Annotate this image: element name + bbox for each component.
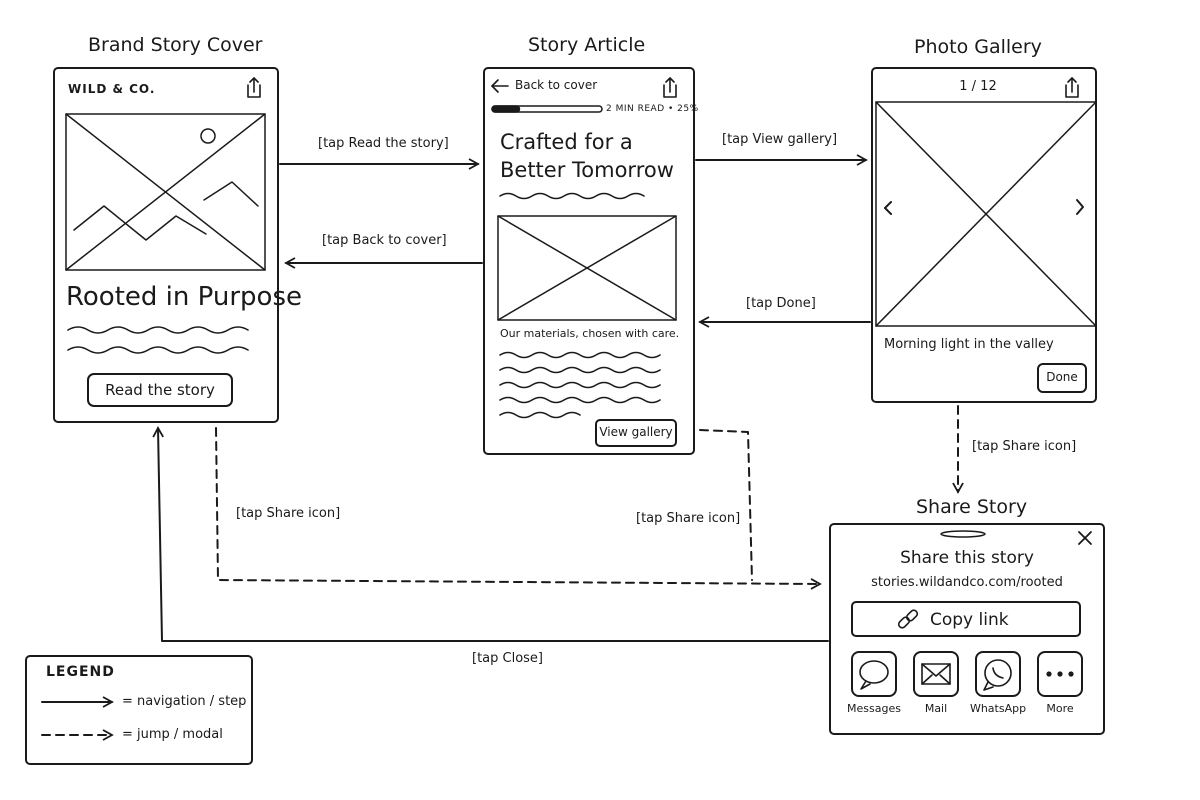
legend-title: LEGEND <box>46 664 115 680</box>
share-modal-frame <box>829 523 1105 735</box>
article-body-text-placeholder <box>499 351 661 419</box>
back-arrow-icon[interactable] <box>491 79 509 93</box>
messages-app-tile[interactable] <box>851 651 897 697</box>
article-headline-line2: Better Tomorrow <box>500 158 674 182</box>
copy-link-label: Copy link <box>930 610 1009 630</box>
mail-app-label: Mail <box>924 702 948 715</box>
done-button-label: Done <box>1046 370 1078 384</box>
article-image <box>497 215 677 321</box>
headline-underline-squiggle <box>499 192 645 200</box>
back-to-cover-link[interactable]: Back to cover <box>515 78 598 92</box>
label-tap-back-to-cover: [tap Back to cover] <box>322 233 447 248</box>
article-share-icon[interactable] <box>663 77 677 98</box>
more-dots-icon <box>1046 671 1074 677</box>
cover-hero-image <box>65 113 266 271</box>
cover-screen-frame <box>53 67 279 423</box>
whatsapp-app-label: WhatsApp <box>969 702 1027 715</box>
share-screen-title: Share Story <box>916 496 1028 518</box>
cover-share-icon[interactable] <box>247 77 261 98</box>
label-tap-close: [tap Close] <box>472 651 544 666</box>
read-story-button-label: Read the story <box>105 381 215 399</box>
done-button[interactable] <box>1037 363 1087 393</box>
arrow-article-to-share <box>699 429 753 581</box>
cover-headline: Rooted in Purpose <box>66 282 302 312</box>
read-story-button[interactable] <box>87 373 233 407</box>
speech-bubble-icon <box>859 660 889 690</box>
link-icon <box>897 609 919 629</box>
share-url: stories.wildandco.com/rooted <box>871 575 1063 590</box>
gallery-photo <box>875 101 1097 327</box>
more-app-label: More <box>1046 702 1074 715</box>
drag-handle[interactable] <box>940 530 986 538</box>
chevron-left-icon[interactable] <box>884 201 892 215</box>
whatsapp-icon <box>983 659 1012 691</box>
legend-box <box>25 655 253 765</box>
arrow-cover-to-share <box>215 427 822 590</box>
label-tap-view-gallery: [tap View gallery] <box>722 132 838 147</box>
more-app-tile[interactable] <box>1037 651 1083 697</box>
whatsapp-app-tile[interactable] <box>975 651 1021 697</box>
cover-screen-title: Brand Story Cover <box>88 34 263 56</box>
article-headline-line1: Crafted for a <box>500 130 633 154</box>
legend-solid-label: = navigation / step <box>122 694 247 709</box>
close-icon[interactable] <box>1078 531 1092 545</box>
article-screen-frame <box>483 67 695 455</box>
reading-progress-label: 2 MIN READ • 25% <box>606 104 699 114</box>
share-heading: Share this story <box>900 548 1034 568</box>
label-tap-read-story: [tap Read the story] <box>318 136 449 151</box>
label-tap-done: [tap Done] <box>746 296 816 311</box>
gallery-share-icon[interactable] <box>1065 77 1079 98</box>
copy-link-button[interactable] <box>851 601 1081 637</box>
gallery-counter: 1 / 12 <box>959 79 997 94</box>
legend-dashed-label: = jump / modal <box>122 727 223 742</box>
article-screen-title: Story Article <box>528 34 646 56</box>
messages-app-label: Messages <box>847 702 901 715</box>
label-tap-share-article: [tap Share icon] <box>636 511 741 526</box>
view-gallery-button-label: View gallery <box>599 425 673 439</box>
view-gallery-button[interactable] <box>595 419 677 447</box>
cover-body-text-placeholder <box>67 326 249 354</box>
article-image-caption: Our materials, chosen with care. <box>500 327 680 340</box>
label-tap-share-cover: [tap Share icon] <box>236 506 341 521</box>
arrow-share-to-cover <box>152 426 829 642</box>
gallery-screen-title: Photo Gallery <box>914 36 1042 58</box>
envelope-icon <box>921 663 951 685</box>
gallery-caption: Morning light in the valley <box>884 337 1054 352</box>
chevron-right-icon[interactable] <box>1076 199 1084 215</box>
mail-app-tile[interactable] <box>913 651 959 697</box>
reading-progress-bar <box>491 105 603 113</box>
label-tap-share-gallery: [tap Share icon] <box>972 439 1077 454</box>
brand-logo: WILD & CO. <box>68 82 156 96</box>
